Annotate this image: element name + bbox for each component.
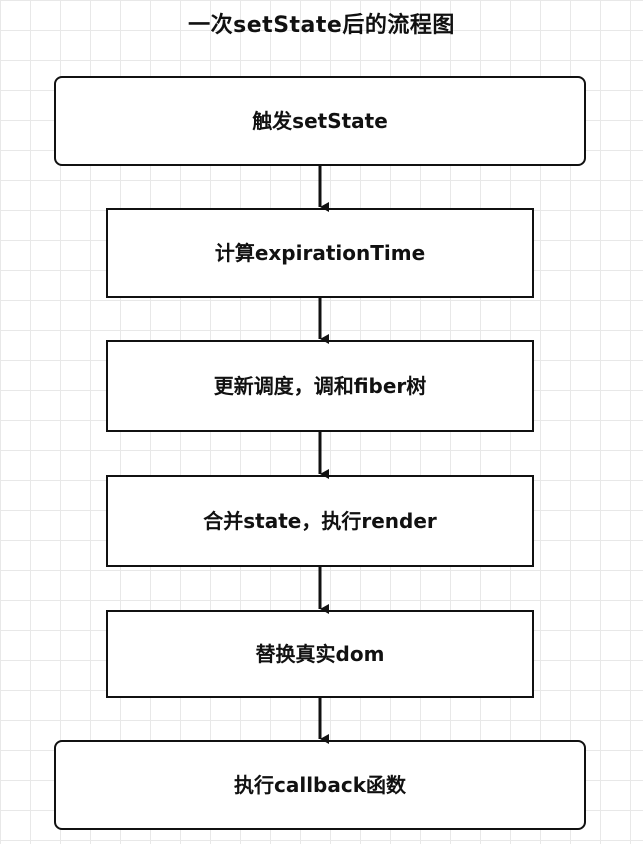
step-update-schedule-reconcile-fiber: 更新调度，调和fiber树 bbox=[106, 340, 534, 432]
step-execute-callback: 执行callback函数 bbox=[54, 740, 586, 830]
step-trigger-setstate: 触发setState bbox=[54, 76, 586, 166]
step-replace-real-dom: 替换真实dom bbox=[106, 610, 534, 698]
step-label: 计算expirationTime bbox=[214, 241, 426, 265]
diagram-title: 一次setState后的流程图 bbox=[188, 13, 455, 38]
step-label: 更新调度，调和fiber树 bbox=[213, 374, 427, 398]
step-label: 执行callback函数 bbox=[233, 773, 407, 797]
step-compute-expiration-time: 计算expirationTime bbox=[106, 208, 534, 298]
step-label: 触发setState bbox=[252, 109, 388, 133]
step-label: 合并state，执行render bbox=[203, 509, 437, 533]
step-merge-state-render: 合并state，执行render bbox=[106, 475, 534, 567]
step-label: 替换真实dom bbox=[255, 642, 385, 666]
